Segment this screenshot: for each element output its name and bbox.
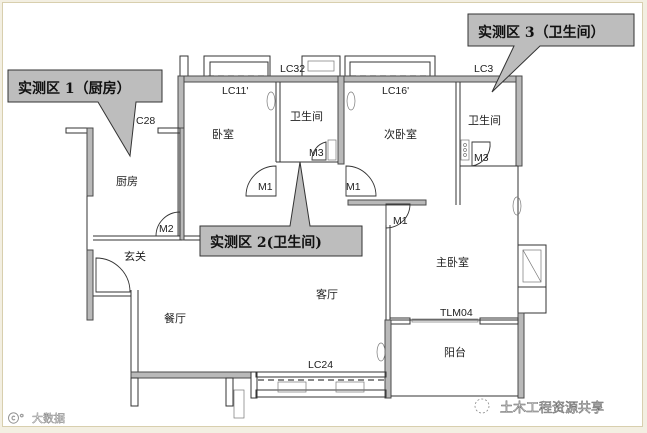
watermark-right: 土木工程资源共享	[474, 398, 604, 416]
watermark-left: ⓒ° 大数据	[8, 411, 66, 426]
room-bathroom-center: 卫生间	[290, 109, 323, 123]
callout-2: 实测区 2(卫生间)	[199, 161, 363, 257]
label-m1-master: M1	[393, 215, 408, 227]
room-labels: 厨房 卧室 卫生间 次卧室 卫生间 玄关 餐厅 客厅 主卧室 阳台	[116, 109, 501, 359]
window-lc16: LC16'	[382, 85, 409, 97]
code-labels: C28 LC11' LC32 LC16' LC3 LC24 TLM04 M1 M…	[136, 63, 493, 371]
door-tlm04: TLM04	[440, 307, 473, 319]
window-lc11: LC11'	[222, 85, 248, 97]
room-master-bedroom: 主卧室	[436, 255, 469, 269]
fixtures	[266, 91, 522, 362]
room-bathroom-right: 卫生间	[468, 113, 501, 127]
label-m3-center: M3	[309, 147, 324, 159]
label-m1-second: M1	[346, 181, 361, 193]
callout-3: 实测区 3（卫生间）	[467, 13, 635, 93]
door-entry	[95, 257, 131, 293]
doors	[95, 141, 491, 293]
callout-2-text: 实测区 2(卫生间)	[210, 234, 322, 251]
wechat-icon	[474, 398, 490, 414]
window-lc32: LC32	[280, 63, 305, 75]
callout-3-text: 实测区 3（卫生间）	[478, 24, 605, 41]
door-m3-center	[311, 141, 327, 161]
door-m1-bedroom	[245, 165, 277, 197]
label-m3-right: M3	[474, 152, 489, 164]
watermark-right-text: 土木工程资源共享	[500, 400, 604, 416]
room-dining: 餐厅	[164, 311, 186, 325]
room-kitchen: 厨房	[116, 175, 138, 188]
door-m3-right	[471, 141, 491, 167]
callout-1: 实测区 1（厨房）	[7, 69, 163, 158]
label-m1-bedroom: M1	[258, 181, 273, 193]
top-window-bays	[179, 55, 520, 79]
door-m1-second-bedroom	[345, 165, 377, 197]
room-living: 客厅	[316, 287, 338, 301]
svg-text:ⓒ°: ⓒ°	[8, 412, 25, 425]
door-m2-kitchen	[155, 211, 181, 237]
watermark-left-text: 大数据	[32, 411, 65, 425]
window-lc3: LC3	[474, 63, 493, 75]
room-bedroom: 卧室	[212, 127, 234, 141]
label-m2-kitchen: M2	[159, 223, 174, 235]
callout-1-text: 实测区 1（厨房）	[18, 80, 131, 97]
room-balcony: 阳台	[444, 345, 466, 359]
room-second-bedroom: 次卧室	[384, 127, 417, 141]
window-lc24: LC24	[308, 359, 333, 371]
door-m1-master	[385, 203, 411, 229]
window-c28: C28	[136, 115, 155, 127]
walls	[65, 75, 547, 419]
room-entry: 玄关	[124, 249, 146, 263]
